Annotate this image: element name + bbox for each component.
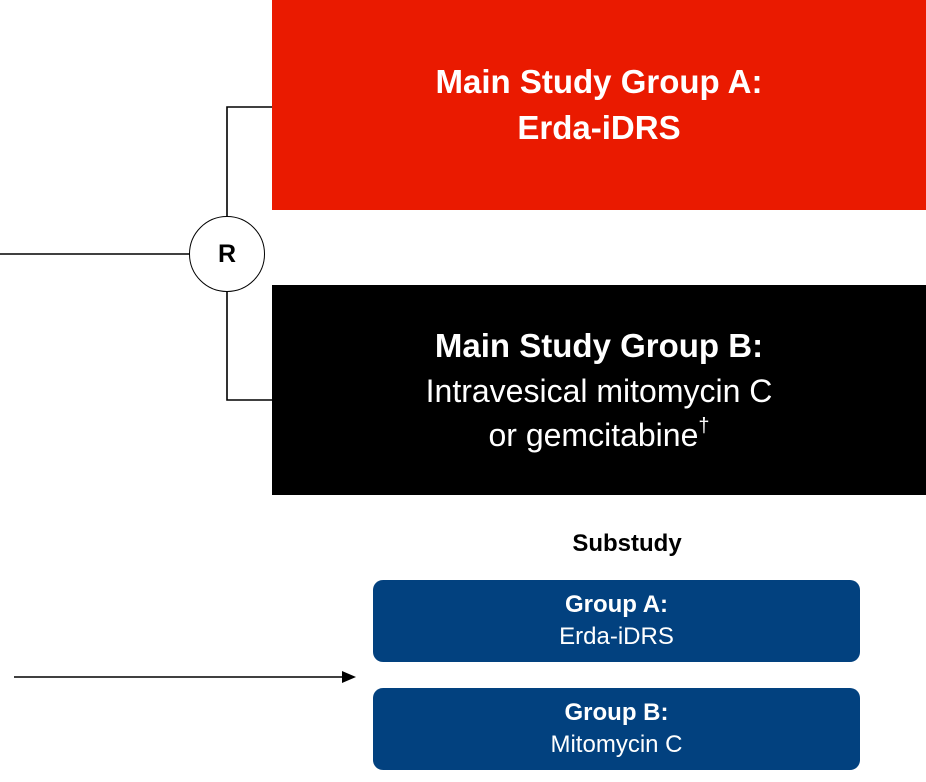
substudy-group-a-treatment: Erda-iDRS (559, 623, 674, 650)
main-study-group-b-treatment-line2: or gemcitabine (488, 417, 699, 453)
main-study-group-a-title-line1: Main Study Group A: (435, 63, 763, 100)
substudy-group-b-label: Group B: (564, 699, 669, 726)
substudy-arrow-head (342, 671, 356, 683)
main-study-group-b: Main Study Group B: Intravesical mitomyc… (272, 285, 926, 495)
substudy-group-b-treatment: Mitomycin C (550, 731, 683, 758)
substudy-title: Substudy (572, 530, 682, 557)
randomization-label: R (217, 239, 237, 268)
main-study-group-a-title: Main Study Group A: Erda-iDRS (436, 59, 763, 151)
substudy-group-a-label: Group A: (564, 591, 669, 618)
branch-to-group-a (226, 106, 272, 216)
main-study-group-b-treatment-line2-wrap: or gemcitabine† (426, 413, 773, 457)
main-study-group-b-treatment-line1: Intravesical mitomycin C (425, 373, 773, 409)
footnote-dagger: † (698, 415, 710, 437)
main-study-group-b-treatment: Intravesical mitomycin C or gemcitabine† (426, 369, 773, 457)
branch-to-group-b (226, 292, 272, 401)
substudy-group-b: Group B: Mitomycin C (373, 688, 860, 770)
main-study-group-a: Main Study Group A: Erda-iDRS (272, 0, 926, 210)
substudy-group-a: Group A: Erda-iDRS (373, 580, 860, 662)
main-study-group-b-title: Main Study Group B: (434, 327, 764, 364)
main-study-group-a-title-line2: Erda-iDRS (517, 109, 681, 146)
randomization-node: R (189, 216, 265, 292)
